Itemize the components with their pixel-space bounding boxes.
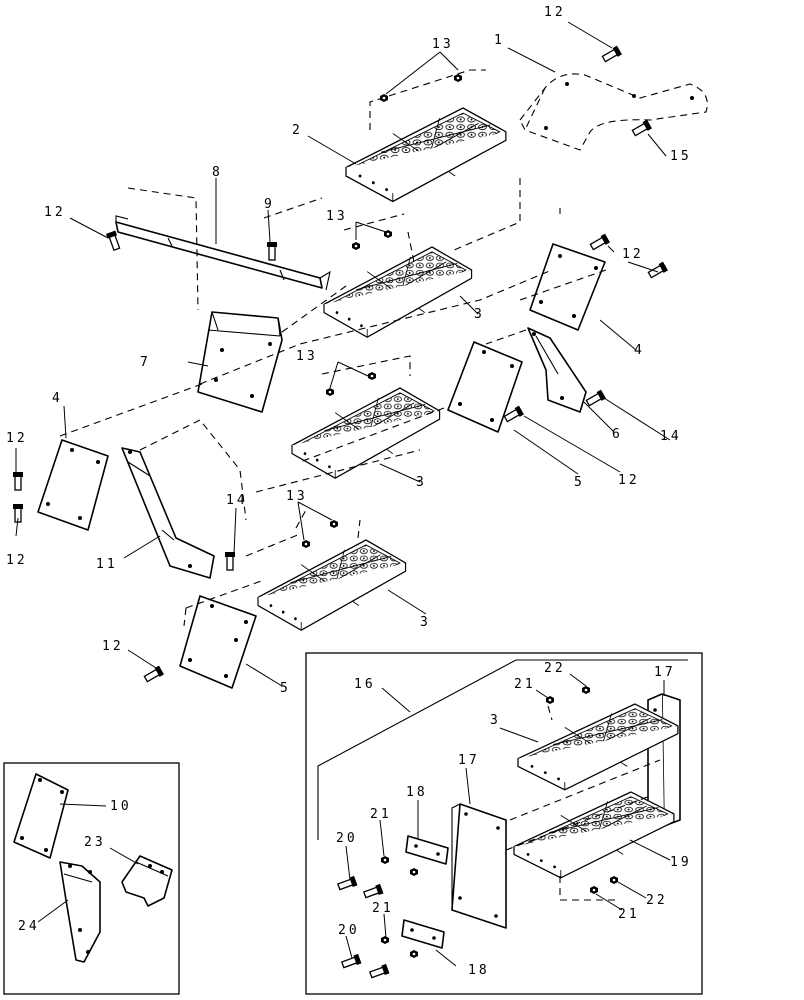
callout-13: 13 <box>432 37 454 52</box>
callout-9: 9 <box>264 197 275 212</box>
callout-17: 17 <box>458 753 480 768</box>
callout-12: 12 <box>6 553 28 568</box>
callout-24: 24 <box>18 919 40 934</box>
callout-21: 21 <box>372 901 394 916</box>
callout-4: 4 <box>52 391 63 406</box>
support-rod <box>115 215 331 291</box>
plate-10 <box>13 773 69 859</box>
callout-3: 3 <box>490 713 501 728</box>
callout-15: 15 <box>670 149 692 164</box>
side-shield-plate <box>197 311 283 413</box>
callout-13: 13 <box>326 209 348 224</box>
callout-3: 3 <box>416 475 427 490</box>
callout-5: 5 <box>574 475 585 490</box>
angled-bracket <box>527 327 587 413</box>
callout-21: 21 <box>370 807 392 822</box>
mounting-plate-right <box>529 243 606 331</box>
callout-12: 12 <box>44 205 66 220</box>
strap-18-lower <box>401 919 445 949</box>
step-tread-middle <box>291 387 441 479</box>
callout-18: 18 <box>468 963 490 978</box>
assembly-guide-lines <box>59 69 607 627</box>
inset-alternate-parts <box>3 762 180 995</box>
bracket-24 <box>59 861 101 963</box>
callout-14: 14 <box>226 493 248 508</box>
callout-6: 6 <box>612 427 623 442</box>
strap-18-upper <box>405 835 449 865</box>
callout-4: 4 <box>634 343 645 358</box>
callout-7: 7 <box>140 355 151 370</box>
callout-17: 17 <box>654 665 676 680</box>
top-step-tread <box>345 107 507 203</box>
kit-step-tread-19 <box>513 791 675 879</box>
callout-19: 19 <box>670 855 692 870</box>
callout-3: 3 <box>420 615 431 630</box>
step-tread-lower <box>257 539 407 631</box>
callout-21: 21 <box>618 907 640 922</box>
callout-12: 12 <box>102 639 124 654</box>
step-plate-lower <box>179 595 257 689</box>
callout-21: 21 <box>514 677 536 692</box>
callout-18: 18 <box>406 785 428 800</box>
long-support-bracket <box>121 447 215 579</box>
step-tread-upper <box>323 246 473 338</box>
callout-16: 16 <box>354 677 376 692</box>
callout-23: 23 <box>84 835 106 850</box>
callout-labels: 12 1 13 2 15 8 12 9 13 12 3 4 7 13 4 6 1… <box>6 5 692 978</box>
callout-13: 13 <box>286 489 308 504</box>
callout-14: 14 <box>660 429 682 444</box>
step-plate-right <box>447 341 523 433</box>
callout-11: 11 <box>96 557 118 572</box>
leader-lines <box>15 21 671 687</box>
callout-22: 22 <box>646 893 668 908</box>
callout-20: 20 <box>336 831 358 846</box>
callout-8: 8 <box>212 165 223 180</box>
callout-12: 12 <box>622 247 644 262</box>
inset-step-kit <box>305 652 703 995</box>
callout-10: 10 <box>110 799 132 814</box>
callout-1: 1 <box>494 33 505 48</box>
callout-3: 3 <box>474 307 485 322</box>
callout-22: 22 <box>544 661 566 676</box>
callout-12: 12 <box>544 5 566 20</box>
callout-5: 5 <box>280 681 291 696</box>
callout-13: 13 <box>296 349 318 364</box>
callout-12: 12 <box>6 431 28 446</box>
bracket-23 <box>121 855 173 907</box>
step-mount-bracket <box>519 73 708 151</box>
callout-12: 12 <box>618 473 640 488</box>
mounting-plate-left <box>37 439 109 531</box>
callout-20: 20 <box>338 923 360 938</box>
callout-2: 2 <box>292 123 303 138</box>
side-plate-17-front <box>451 803 507 929</box>
